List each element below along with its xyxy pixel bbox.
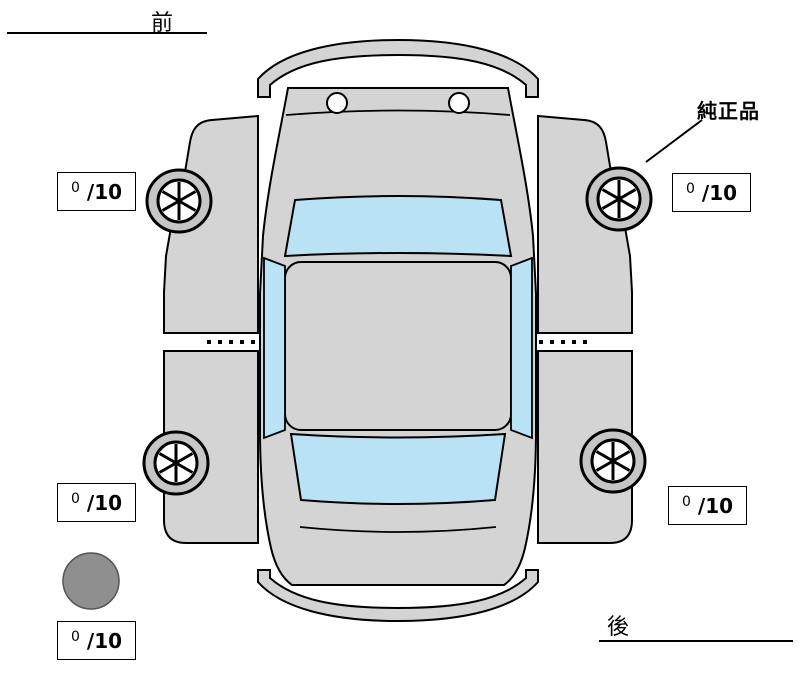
spare-tire-circle (62, 552, 120, 610)
genuine-parts-label: 純正品 (697, 99, 760, 123)
spokes (161, 182, 197, 220)
score-value: 0 (685, 180, 695, 197)
front-label-underline (7, 32, 207, 34)
wheel-rear-right (579, 428, 647, 494)
score-value: 0 (681, 493, 691, 510)
score-value: 0 (70, 628, 80, 645)
rear-label: 後 (607, 615, 631, 640)
rear-label-underline (599, 640, 793, 642)
score-box-front-right: 0 /10 (672, 173, 751, 212)
score-value: 0 (70, 179, 80, 196)
spare-tire-icon (62, 552, 120, 610)
wheel-front-right (585, 166, 653, 232)
wheel-front-left (145, 168, 213, 234)
spokes (158, 444, 194, 482)
roof-panel (284, 261, 512, 431)
genuine-parts-leader-line (645, 119, 703, 163)
spokes (595, 442, 631, 480)
score-max: /10 (86, 628, 123, 653)
left-side-window-glass (263, 256, 286, 440)
trunk-seam-line (299, 526, 497, 533)
rear-window-glass (289, 432, 507, 505)
score-max: /10 (701, 180, 738, 205)
score-box-rear-right: 0 /10 (668, 486, 747, 525)
score-max: /10 (86, 490, 123, 515)
front-bumper (257, 38, 539, 98)
score-value: 0 (70, 490, 80, 507)
hood-seam-line (285, 109, 511, 116)
score-max: /10 (86, 179, 123, 204)
score-max: /10 (697, 493, 734, 518)
score-box-rear-left: 0 /10 (57, 483, 136, 522)
rear-bumper (257, 569, 539, 623)
right-side-window-glass (510, 256, 533, 440)
score-box-front-left: 0 /10 (57, 172, 136, 211)
hood-circle-right (448, 92, 470, 114)
hood-circle-left (326, 92, 348, 114)
left-rear-door-panel (163, 350, 259, 544)
spokes (601, 180, 637, 218)
wheel-rear-left (142, 430, 210, 496)
score-box-spare: 0 /10 (57, 621, 136, 660)
windshield-glass (283, 195, 513, 258)
front-label: 前 (151, 11, 175, 36)
